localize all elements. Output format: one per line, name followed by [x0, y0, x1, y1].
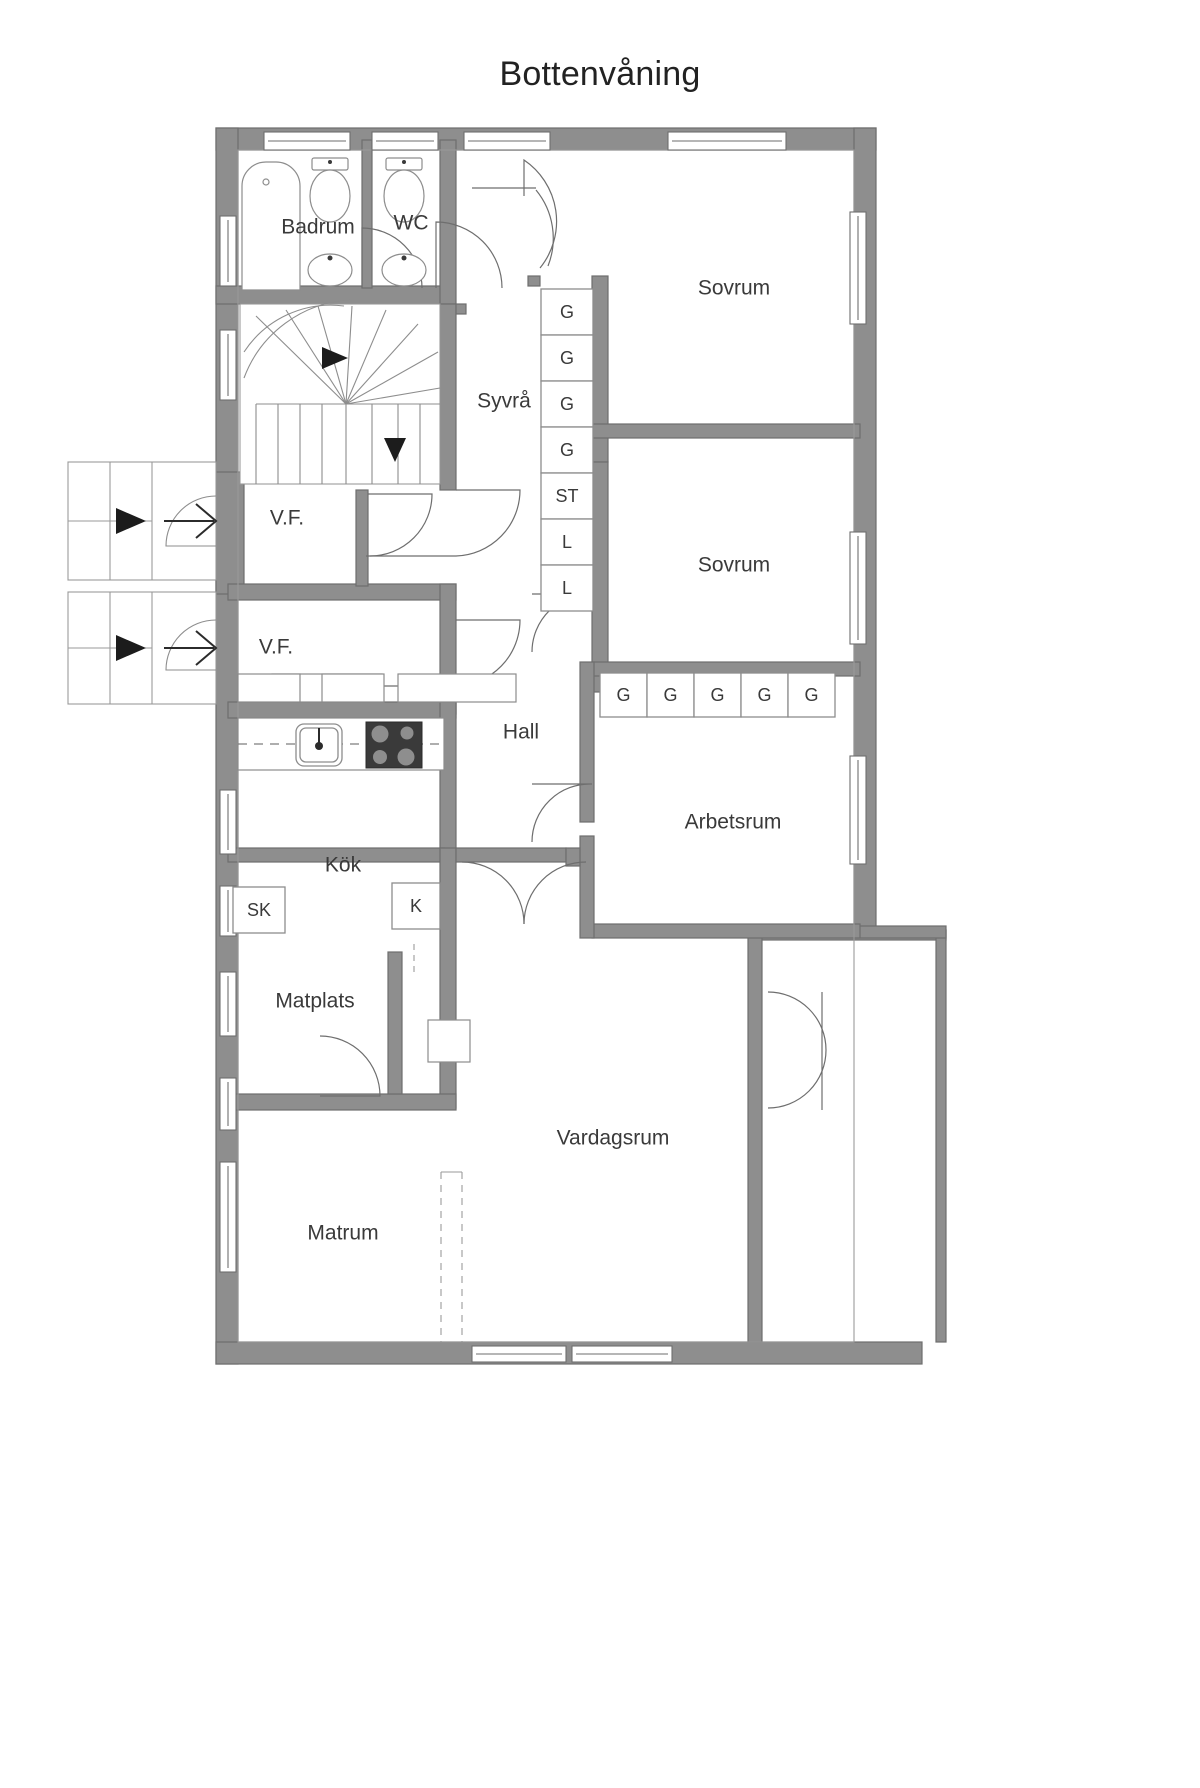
- vf-cabinets: [237, 673, 385, 703]
- syvra-closet-column: G G G G ST L L: [540, 288, 594, 612]
- toilet-icon: [309, 157, 351, 223]
- page-title: Bottenvåning: [499, 55, 701, 93]
- washbasin-icon: [381, 253, 427, 287]
- washbasin-icon: [307, 253, 353, 287]
- door-swing: [165, 619, 217, 671]
- window: [219, 789, 237, 855]
- room-label-wc: WC: [394, 212, 429, 235]
- hall-closet-cell-2: G: [693, 672, 742, 718]
- closet-cell-g-3: G: [540, 426, 594, 474]
- closet-cell-label: G: [560, 394, 574, 414]
- door-swing: [435, 221, 503, 289]
- window: [219, 1161, 237, 1273]
- window: [849, 211, 867, 325]
- kitchen-sink-icon: [295, 723, 343, 767]
- entrance-steps-lower: [67, 591, 218, 705]
- stair-direction-arrow: [322, 347, 348, 369]
- room-label-sovrum_1: Sovrum: [698, 277, 770, 300]
- room-label-kok: Kök: [325, 854, 362, 877]
- window: [849, 531, 867, 645]
- window: [371, 131, 439, 151]
- closet-cell-st-4: ST: [540, 472, 594, 520]
- door-swing: [165, 495, 217, 547]
- room-label-vf_upper: V.F.: [270, 507, 304, 530]
- window: [219, 1077, 237, 1131]
- room-label-matrum: Matrum: [307, 1222, 378, 1245]
- entrance-steps-upper: [67, 461, 218, 581]
- windows: [219, 131, 867, 1363]
- hall-closet-cell-label: G: [710, 685, 724, 705]
- door-swing: [535, 189, 554, 267]
- appliance-label: K: [410, 896, 422, 916]
- window: [571, 1345, 673, 1363]
- kitchen-unit: [427, 1019, 471, 1063]
- closet-cell-label: L: [562, 532, 572, 552]
- closet-cell-l-5: L: [540, 518, 594, 566]
- room-label-hall: Hall: [503, 721, 539, 744]
- window: [219, 329, 237, 401]
- door-swing: [767, 991, 827, 1051]
- door-swing: [523, 861, 587, 925]
- room-label-badrum: Badrum: [281, 216, 355, 239]
- closet-cell-label: ST: [555, 486, 578, 506]
- hall-closet-cell-label: G: [663, 685, 677, 705]
- appliance-sk: SK: [232, 886, 286, 934]
- hall-closet-cell-label: G: [757, 685, 771, 705]
- closet-cell-g-1: G: [540, 334, 594, 382]
- door-swing: [455, 489, 521, 557]
- closet-cell-label: G: [560, 348, 574, 368]
- entry-arrow-icon: [195, 503, 218, 539]
- room-label-sovrum_2: Sovrum: [698, 554, 770, 577]
- bathtub-icon: [241, 161, 301, 291]
- closet-cell-l-6: L: [540, 564, 594, 612]
- entry-arrow-icon: [195, 630, 218, 666]
- entry-direction-arrow: [116, 508, 146, 534]
- window: [263, 131, 351, 151]
- stove-icon: [365, 721, 423, 769]
- closet-cell-label: G: [560, 302, 574, 322]
- hall-closet-cell-1: G: [646, 672, 695, 718]
- room-label-vf_lower: V.F.: [259, 636, 293, 659]
- window: [849, 755, 867, 865]
- hall-closet-cell-3: G: [740, 672, 789, 718]
- staircase-winder: [239, 299, 441, 485]
- stair-direction-arrow: [384, 438, 406, 462]
- door-swing: [767, 1049, 827, 1109]
- door-swing: [531, 783, 593, 843]
- window: [667, 131, 787, 151]
- hall-closet-cell-4: G: [787, 672, 836, 718]
- window: [463, 131, 551, 151]
- room-label-arbetsrum: Arbetsrum: [685, 811, 782, 834]
- bathroom-fixtures: [241, 157, 427, 291]
- entry-direction-arrow: [116, 635, 146, 661]
- door-swing: [523, 158, 558, 269]
- hall-closet-cell-label: G: [804, 685, 818, 705]
- door-swing: [368, 493, 433, 557]
- appliance-boxes: SK K: [232, 882, 441, 934]
- closet-cell-g-0: G: [540, 288, 594, 336]
- appliance-k: K: [391, 882, 441, 930]
- window: [219, 971, 237, 1037]
- room-label-vardagsrum: Vardagsrum: [557, 1127, 670, 1150]
- door-swing: [319, 1035, 381, 1097]
- closet-cell-label: G: [560, 440, 574, 460]
- closet-cell-g-2: G: [540, 380, 594, 428]
- closet-cell-label: L: [562, 578, 572, 598]
- room-label-syvra: Syvrå: [477, 390, 531, 413]
- room-label-matplats: Matplats: [275, 990, 354, 1013]
- window: [471, 1345, 567, 1363]
- window: [219, 215, 237, 287]
- appliance-label: SK: [247, 900, 271, 920]
- toilet-icon: [383, 157, 425, 223]
- door-swing: [461, 861, 525, 925]
- hall-closet-cell-0: G: [599, 672, 648, 718]
- hall-closet-cell-label: G: [616, 685, 630, 705]
